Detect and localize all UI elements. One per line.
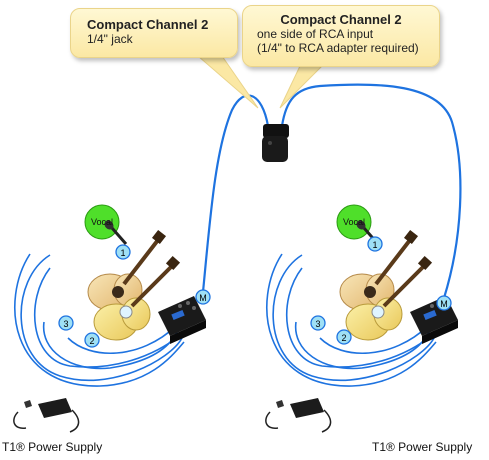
callout-right-line-2: (1/4" to RCA adapter required)	[257, 41, 419, 55]
setup-right	[263, 203, 460, 434]
svg-text:3: 3	[63, 319, 68, 329]
marker-right-ch3: 3	[310, 315, 326, 331]
callout-left-line: 1/4" jack	[87, 32, 133, 46]
main-cables	[201, 83, 462, 299]
marker-right-master: M	[436, 295, 452, 311]
marker-left-ch3: 3	[58, 315, 74, 331]
setup-left	[11, 203, 209, 434]
cable-left-to-connector	[201, 94, 270, 293]
svg-text:1: 1	[372, 240, 377, 250]
callout-right-line-1: one side of RCA input	[257, 27, 374, 41]
svg-text:3: 3	[315, 319, 320, 329]
vocal-label-right: Vocal	[343, 217, 365, 227]
callout-left-title: Compact Channel 2	[87, 17, 209, 32]
callout-right: Compact Channel 2 one side of RCA input …	[242, 5, 440, 67]
cable-right-to-connector	[280, 83, 462, 299]
svg-text:2: 2	[341, 333, 346, 343]
svg-text:1: 1	[120, 248, 125, 258]
marker-left-master: M	[195, 289, 211, 305]
svg-text:2: 2	[89, 336, 94, 346]
callout-left: Compact Channel 2 1/4" jack	[70, 8, 238, 58]
marker-right-ch1: 1	[367, 236, 383, 252]
marker-left-ch1: 1	[115, 244, 131, 260]
vocal-label-left: Vocal	[91, 217, 113, 227]
power-supply-label-right: T1® Power Supply	[372, 440, 473, 454]
marker-right-ch2: 2	[336, 329, 352, 345]
marker-left-ch2: 2	[84, 332, 100, 348]
svg-text:M: M	[199, 293, 207, 303]
rca-connector-icon	[262, 124, 289, 162]
callout-right-title: Compact Channel 2	[280, 12, 402, 27]
svg-text:M: M	[440, 299, 448, 309]
power-supply-label-left: T1® Power Supply	[2, 440, 103, 454]
